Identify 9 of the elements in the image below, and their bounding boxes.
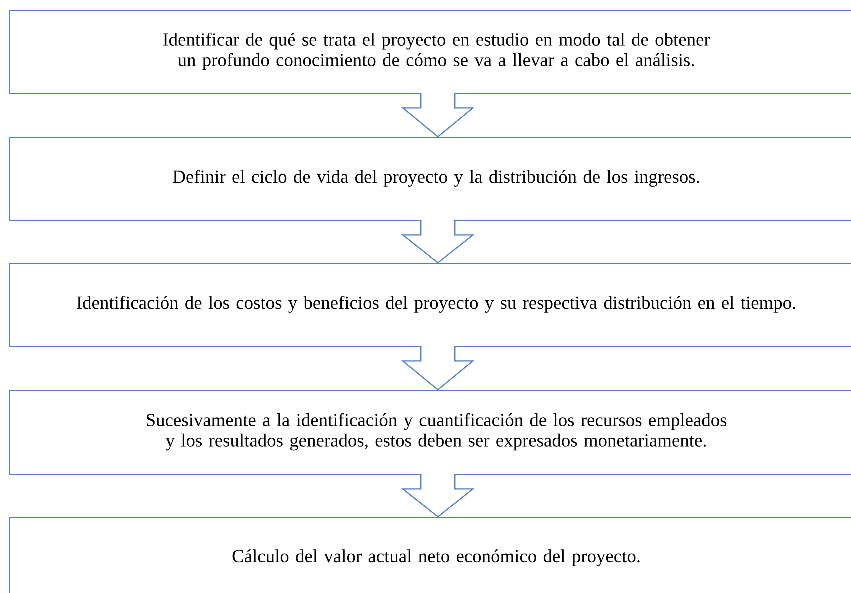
block-arrow xyxy=(401,220,475,264)
block-arrow xyxy=(401,474,475,518)
process-box: Cálculo del valor actual neto económico del proyecto. xyxy=(9,517,851,593)
process-box: Sucesivamente a la identificación y cuantificación de los recursos empleados y los resultados generados, estos deben ser expresados monetariamente. xyxy=(9,390,851,476)
block-arrow xyxy=(401,92,475,138)
process-box: Identificar de qué se trata el proyecto en estudio en modo tal de obtener un profundo conocimiento de cómo se va a llevar a cabo el análisis. xyxy=(9,10,851,94)
block-arrow xyxy=(401,346,475,391)
process-box: Identificación de los costos y beneficios del proyecto y su respectiva distribución en el tiempo. xyxy=(9,263,851,348)
process-box: Definir el ciclo de vida del proyecto y la distribución de los ingresos. xyxy=(9,137,851,222)
